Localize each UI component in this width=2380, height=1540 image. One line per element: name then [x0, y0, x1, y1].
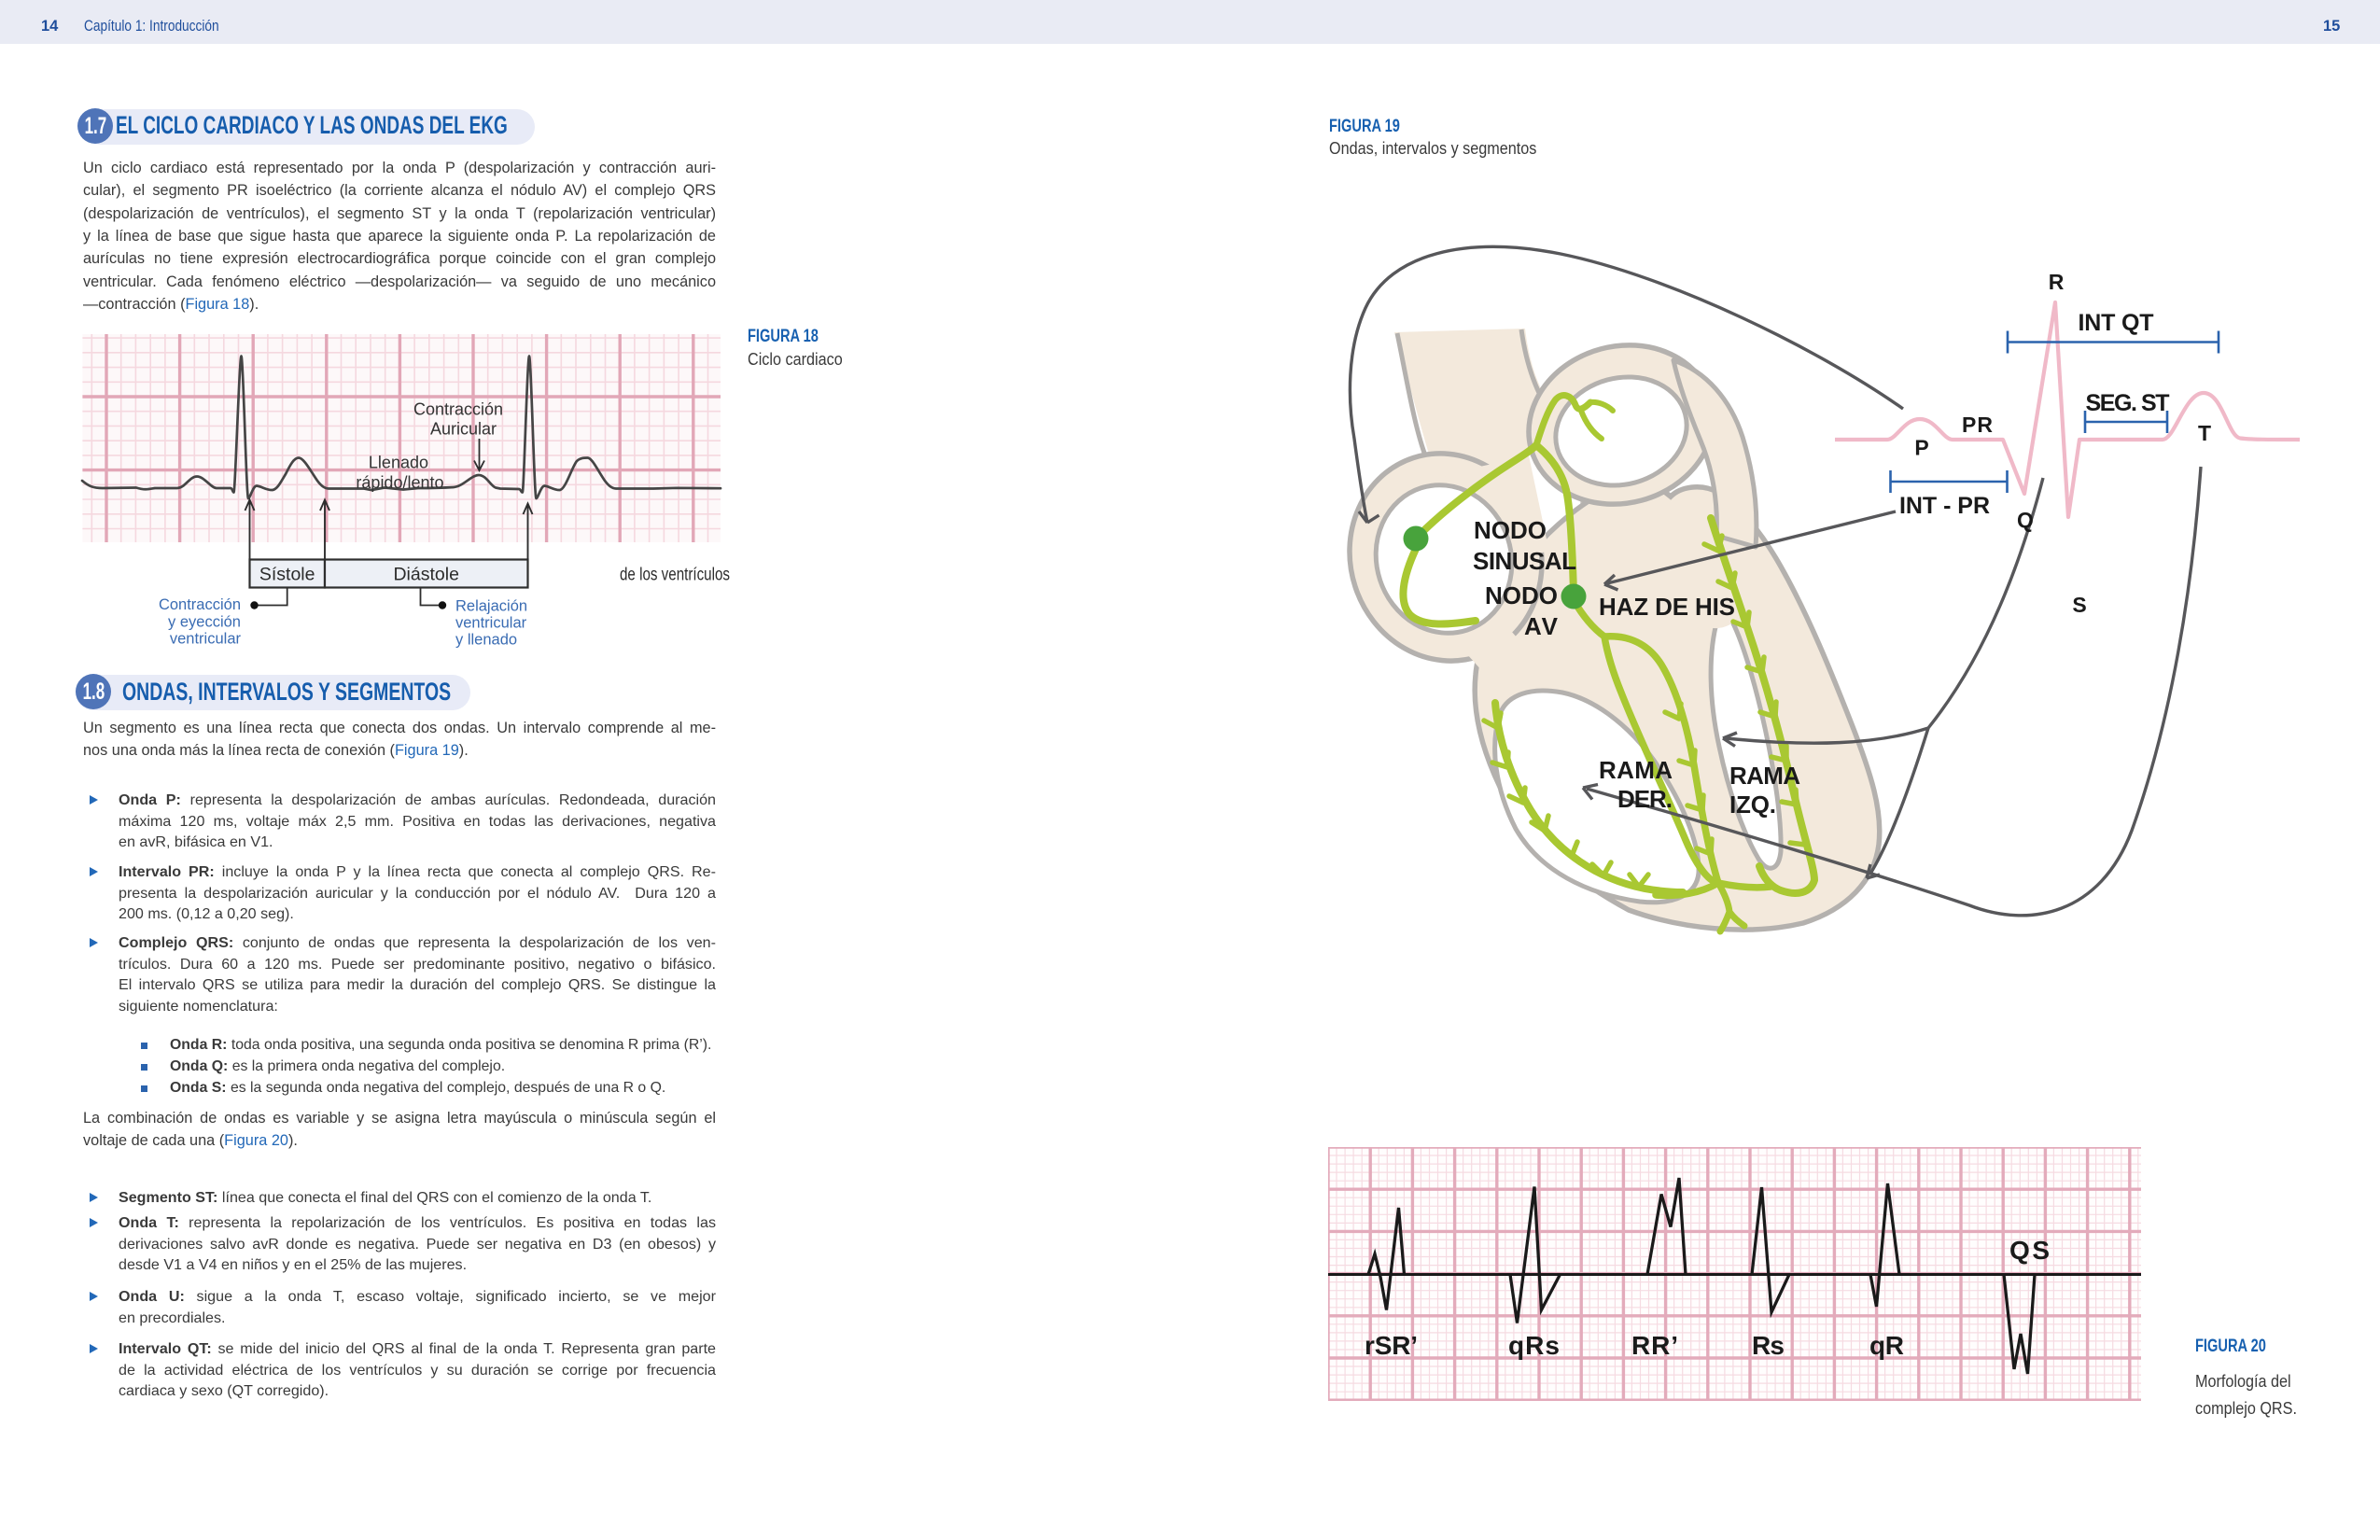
svg-text:Rs: Rs	[1752, 1331, 1785, 1360]
svg-text:NODO: NODO	[1474, 516, 1547, 544]
svg-text:Contracción: Contracción	[413, 400, 503, 419]
svg-text:RAMA: RAMA	[1729, 762, 1800, 790]
svg-text:S: S	[2072, 593, 2086, 617]
svg-text:y eyección: y eyección	[168, 614, 241, 631]
svg-text:INT - PR: INT - PR	[1899, 493, 1990, 519]
svg-text:QS: QS	[2009, 1236, 2050, 1265]
svg-text:PR: PR	[1962, 413, 1993, 437]
svg-text:INT QT: INT QT	[2079, 310, 2154, 336]
svg-text:T: T	[2198, 421, 2211, 445]
svg-text:rSR’: rSR’	[1365, 1331, 1418, 1360]
svg-text:y llenado: y llenado	[455, 632, 517, 649]
svg-text:SEG. ST: SEG. ST	[2086, 390, 2170, 416]
svg-text:IZQ.: IZQ.	[1729, 791, 1776, 819]
svg-text:Sístole: Sístole	[259, 565, 315, 585]
svg-text:qRs: qRs	[1508, 1331, 1560, 1360]
svg-text:qR: qR	[1869, 1331, 1904, 1360]
svg-text:ventricular: ventricular	[170, 631, 242, 648]
svg-text:DER.: DER.	[1617, 785, 1673, 813]
svg-text:RR’: RR’	[1631, 1331, 1678, 1360]
svg-text:Auricular: Auricular	[430, 420, 497, 439]
svg-text:rápido/lento: rápido/lento	[356, 473, 443, 492]
svg-text:de los ventrículos: de los ventrículos	[620, 565, 730, 585]
svg-text:NODO: NODO	[1485, 581, 1558, 609]
svg-text:SINUSAL: SINUSAL	[1473, 547, 1576, 575]
svg-text:Relajación: Relajación	[455, 598, 527, 615]
svg-text:HAZ DE HIS: HAZ DE HIS	[1599, 593, 1735, 621]
svg-text:R: R	[2049, 270, 2065, 294]
svg-text:AV: AV	[1524, 612, 1559, 640]
svg-text:Diástole: Diástole	[393, 565, 458, 585]
svg-text:Q: Q	[2017, 508, 2034, 532]
svg-text:P: P	[1914, 436, 1928, 460]
svg-text:ventricular: ventricular	[455, 615, 527, 632]
svg-text:Contracción: Contracción	[159, 596, 241, 613]
svg-text:Llenado: Llenado	[369, 454, 428, 472]
svg-text:RAMA: RAMA	[1599, 756, 1673, 784]
